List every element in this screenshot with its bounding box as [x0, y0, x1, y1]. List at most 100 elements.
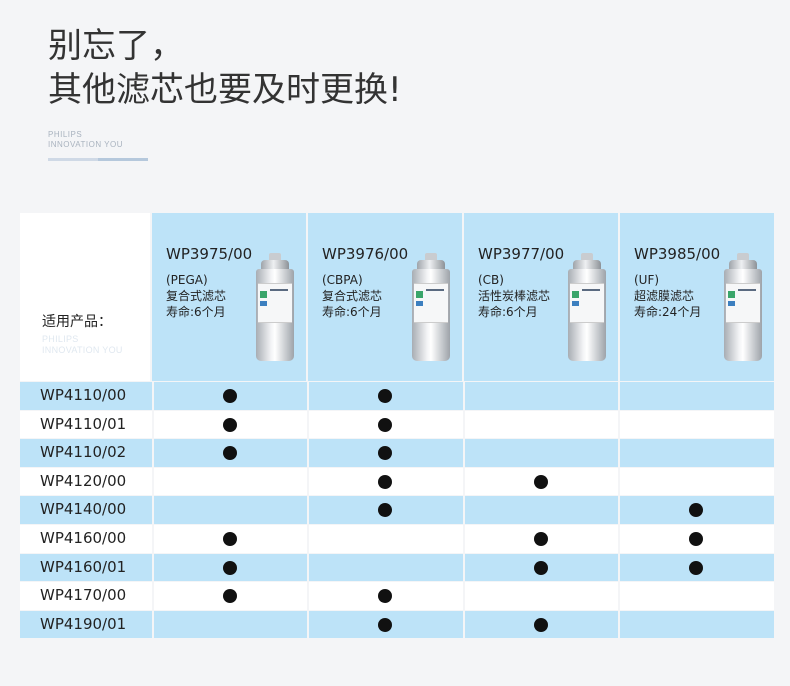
product-model: WP4170/00 — [20, 582, 152, 610]
product-model: WP4120/00 — [20, 467, 152, 496]
compat-cell — [620, 467, 774, 496]
product-model: WP4160/00 — [20, 524, 152, 553]
table-row: WP4120/00 — [20, 467, 774, 496]
compatible-dot-icon — [378, 446, 393, 461]
compat-cell — [153, 610, 308, 639]
filter-model: WP3985/00 — [634, 245, 721, 263]
filter-description: (UF)超滤膜滤芯寿命:24个月 — [634, 273, 702, 319]
compatible-dot-icon — [378, 417, 393, 432]
compat-cell — [620, 610, 774, 639]
filter-model: WP3977/00 — [478, 245, 565, 263]
compatibility-table: 适用产品： PHILIPS INNOVATION YOU WP3975/00 (P… — [20, 213, 774, 639]
compatible-dot-icon — [222, 560, 237, 575]
compat-cell — [309, 553, 463, 582]
compatible-dot-icon — [222, 417, 237, 432]
compat-cell — [309, 496, 463, 524]
compat-cell — [309, 382, 463, 410]
compat-cell — [153, 467, 308, 496]
table-row: WP4170/00 — [20, 581, 774, 610]
compat-cell — [309, 524, 463, 553]
product-model: WP4160/01 — [20, 553, 152, 582]
compatible-dot-icon — [222, 446, 237, 461]
compatible-dot-icon — [689, 503, 704, 518]
header-label-cell: 适用产品： PHILIPS INNOVATION YOU — [20, 213, 150, 381]
headline-line-2: 其他滤芯也要及时更换! — [48, 70, 402, 110]
filter-cartridge-icon — [412, 253, 450, 361]
compat-cell — [620, 410, 774, 439]
brand-name: PHILIPS — [48, 130, 83, 139]
compatible-dot-icon — [378, 503, 393, 518]
compat-cell — [464, 496, 619, 524]
compat-cell — [620, 524, 774, 553]
filter-column-header: WP3976/00 (CBPA)复合式滤芯寿命:6个月 — [308, 213, 462, 381]
compat-cell — [309, 410, 463, 439]
table-row: WP4110/02 — [20, 438, 774, 467]
table-header: 适用产品： PHILIPS INNOVATION YOU WP3975/00 (P… — [20, 213, 774, 381]
compat-cell — [153, 496, 308, 524]
filter-model: WP3975/00 — [166, 245, 253, 263]
compat-cell — [153, 382, 308, 410]
compat-cell — [153, 439, 308, 467]
compatible-dot-icon — [378, 474, 393, 489]
compat-cell — [620, 553, 774, 582]
compatible-dot-icon — [378, 589, 393, 604]
filter-column-header: WP3985/00 (UF)超滤膜滤芯寿命:24个月 — [620, 213, 774, 381]
compat-cell — [620, 582, 774, 610]
compat-cell — [620, 382, 774, 410]
compatible-dot-icon — [533, 560, 548, 575]
table-row: WP4160/00 — [20, 524, 774, 553]
filter-column-header: WP3977/00 (CB)活性炭棒滤芯寿命:6个月 — [464, 213, 618, 381]
brand-decoration — [48, 158, 148, 177]
compat-cell — [620, 496, 774, 524]
table-row: WP4110/01 — [20, 410, 774, 439]
brand-tagline: PHILIPS INNOVATION YOU — [48, 130, 123, 150]
product-model: WP4110/00 — [20, 382, 152, 410]
filter-column-header: WP3975/00 (PEGA)复合式滤芯寿命:6个月 — [152, 213, 306, 381]
compat-cell — [153, 582, 308, 610]
compatible-dot-icon — [222, 389, 237, 403]
filter-model: WP3976/00 — [322, 245, 409, 263]
product-model: WP4140/00 — [20, 496, 152, 524]
brand-slogan: INNOVATION YOU — [48, 140, 124, 149]
filter-description: (PEGA)复合式滤芯寿命:6个月 — [166, 273, 227, 319]
compat-cell — [464, 439, 619, 467]
product-model: WP4190/01 — [20, 610, 152, 639]
compatible-dot-icon — [378, 617, 393, 632]
applicable-products-label: 适用产品： — [42, 314, 112, 330]
compat-cell — [309, 439, 463, 467]
compat-cell — [464, 582, 619, 610]
compatible-dot-icon — [689, 560, 704, 575]
compat-cell — [464, 382, 619, 410]
compatible-dot-icon — [533, 617, 548, 632]
compat-cell — [464, 410, 619, 439]
filter-description: (CB)活性炭棒滤芯寿命:6个月 — [478, 273, 551, 319]
compatible-dot-icon — [533, 531, 548, 546]
product-model: WP4110/02 — [20, 439, 152, 467]
compat-cell — [464, 553, 619, 582]
table-row: WP4160/01 — [20, 553, 774, 582]
headline-line-1: 别忘了， — [48, 26, 184, 66]
filter-cartridge-icon — [724, 253, 762, 361]
compat-cell — [153, 410, 308, 439]
compatible-dot-icon — [533, 474, 548, 489]
table-row: WP4110/00 — [20, 381, 774, 410]
compat-cell — [309, 467, 463, 496]
brand-watermark: PHILIPS INNOVATION YOU — [42, 334, 123, 355]
compatible-dot-icon — [222, 589, 237, 604]
filter-description: (CBPA)复合式滤芯寿命:6个月 — [322, 273, 383, 319]
page-headline: 别忘了， 其他滤芯也要及时更换! — [48, 24, 402, 112]
compat-cell — [464, 610, 619, 639]
compatible-dot-icon — [222, 531, 237, 546]
product-model: WP4110/01 — [20, 410, 152, 439]
compat-cell — [464, 467, 619, 496]
filter-cartridge-icon — [568, 253, 606, 361]
compat-cell — [309, 610, 463, 639]
compat-cell — [153, 524, 308, 553]
compat-cell — [309, 582, 463, 610]
compat-cell — [464, 524, 619, 553]
compatible-dot-icon — [378, 389, 393, 403]
filter-cartridge-icon — [256, 253, 294, 361]
compatible-dot-icon — [689, 531, 704, 546]
table-row: WP4190/01 — [20, 610, 774, 639]
